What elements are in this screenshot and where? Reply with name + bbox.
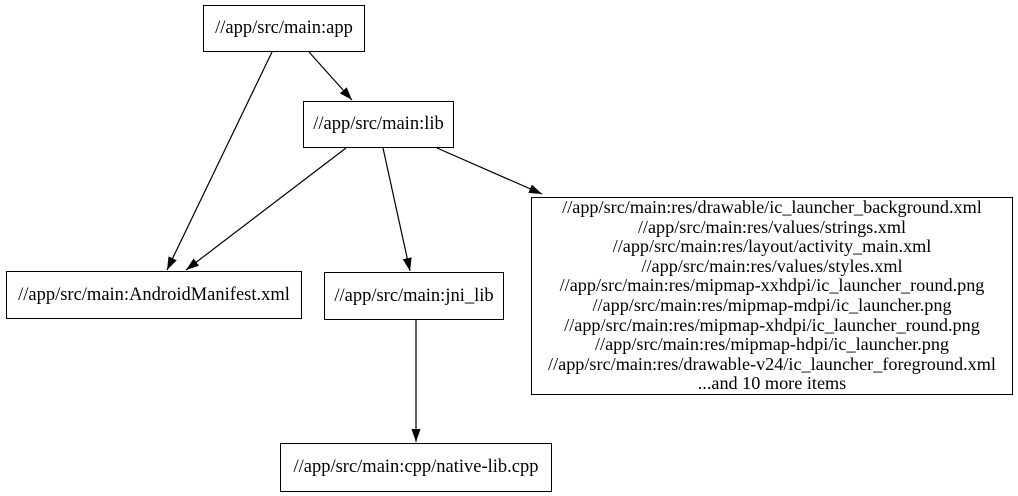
res-file-line: //app/src/main:res/values/styles.xml — [641, 255, 903, 276]
node-jni-lib: //app/src/main:jni_lib — [324, 272, 504, 320]
node-label: //app/src/main:lib — [313, 114, 444, 134]
res-file-line: //app/src/main:res/drawable/ic_launcher_… — [562, 197, 982, 218]
res-file-line: //app/src/main:res/mipmap-hdpi/ic_launch… — [594, 334, 950, 355]
node-label: //app/src/main:cpp/native-lib.cpp — [293, 457, 539, 477]
edge-lib-to-jni-lib — [382, 147, 412, 272]
res-file-line: //app/src/main:res/drawable-v24/ic_launc… — [548, 353, 996, 374]
res-file-line: //app/src/main:res/mipmap-xxhdpi/ic_laun… — [559, 275, 985, 296]
edge-lib-to-res-group — [436, 147, 543, 195]
node-label: //app/src/main:AndroidManifest.xml — [18, 284, 290, 305]
node-android-manifest: //app/src/main:AndroidManifest.xml — [6, 271, 302, 319]
edge-lib-to-manifest — [185, 147, 347, 271]
res-file-line: //app/src/main:res/mipmap-xhdpi/ic_launc… — [564, 314, 980, 335]
node-native-lib-cpp: //app/src/main:cpp/native-lib.cpp — [280, 443, 552, 492]
res-more-items-line: ...and 10 more items — [697, 373, 847, 394]
node-label: //app/src/main:jni_lib — [334, 285, 494, 306]
res-file-line: //app/src/main:res/mipmap-mdpi/ic_launch… — [592, 295, 952, 315]
res-file-line: //app/src/main:res/values/strings.xml — [637, 216, 907, 237]
edge-app-to-lib — [308, 51, 353, 101]
node-res-file-group: //app/src/main:res/drawable/ic_launcher_… — [531, 197, 1013, 395]
res-file-line: //app/src/main:res/layout/activity_main.… — [612, 236, 932, 257]
node-app: //app/src/main:app — [203, 5, 365, 52]
edge-app-to-manifest — [166, 51, 273, 271]
node-label: //app/src/main:app — [215, 18, 353, 38]
node-lib: //app/src/main:lib — [303, 101, 454, 148]
